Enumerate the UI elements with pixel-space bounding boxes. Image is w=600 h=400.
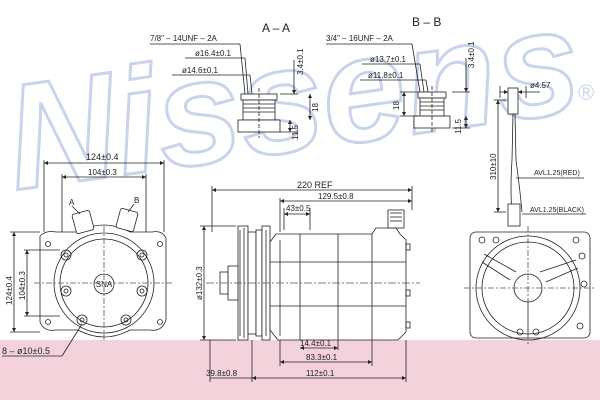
rear-wire-black: AVL1.25(BLACK) [530, 207, 584, 214]
section-aa-title: A – A [262, 21, 290, 35]
section-aa-dim-3-4: 3.4±0.1 [296, 48, 305, 75]
side-len-14-4: 14.4±0.1 [300, 339, 332, 348]
section-aa-thread: 7/8" – 14UNF – 2A [150, 34, 218, 43]
section-bb-dim-18: 18 [392, 101, 401, 110]
section-aa-dim-18: 18 [311, 103, 320, 112]
side-len-83-3: 83.3±0.1 [306, 353, 338, 362]
section-bb: B – B 3/4" – 16UNF – 2A ø13.7±0.1 ø11.8±… [326, 15, 476, 134]
front-width-inner: 104±0.3 [88, 168, 117, 177]
port-b-label: B [134, 196, 139, 205]
section-bb-title: B – B [412, 15, 441, 29]
rear-body [469, 231, 591, 339]
section-bb-dia-inner: ø11.8±0.1 [368, 71, 404, 80]
rear-view: ø4.57 310±10 AVL1.25(RED) AVL1.25(BLACK) [464, 81, 596, 344]
section-bb-dim-11-5: 11.5 [454, 118, 463, 134]
rear-dia-4-57: ø4.57 [530, 81, 551, 90]
section-aa-dia-inner: ø14.6±0.1 [182, 66, 219, 75]
side-ref-length: 220 REF [297, 180, 333, 190]
nissens-watermark: Nissens [0, 0, 591, 223]
side-dia-132: ø132±0.3 [195, 266, 204, 300]
rear-cable-length: 310±10 [489, 153, 498, 180]
front-view: 124±0.4 104±0.3 SNA A B [2, 152, 174, 357]
side-len-112: 112±0.1 [306, 369, 335, 378]
front-width-outer: 124±0.4 [86, 152, 118, 162]
section-bb-dim-3-4: 3.4±0.1 [467, 41, 476, 68]
registered-mark: ® [578, 80, 594, 105]
section-bb-thread: 3/4" – 16UNF – 2A [326, 34, 394, 43]
side-len-129-5: 129.5±0.8 [318, 192, 354, 201]
front-holes-label: 8 – ø10±0.5 [2, 346, 50, 356]
side-view: 220 REF 129.5±0.8 43±0.5 [195, 180, 420, 382]
front-height-outer: 124±0.4 [5, 276, 14, 305]
section-aa: A – A 7/8" – 14UNF – 2A ø16.4±0.1 ø14.6±… [150, 21, 320, 140]
front-height-inner: 104±0.3 [18, 271, 27, 300]
section-bb-dia-outer: ø13.7±0.1 [370, 55, 407, 64]
side-len-39-8: 39.8±0.8 [206, 369, 238, 378]
section-aa-dia-outer: ø16.4±0.1 [195, 49, 232, 58]
side-len-43: 43±0.5 [286, 204, 311, 213]
front-center-mark: SNA [96, 280, 113, 289]
rear-wire-red: AVL1.25(RED) [534, 170, 580, 177]
bottom-pink-band [0, 340, 600, 400]
section-aa-dim-11-5: 11.5 [291, 124, 300, 140]
port-a-label: A [69, 198, 75, 207]
